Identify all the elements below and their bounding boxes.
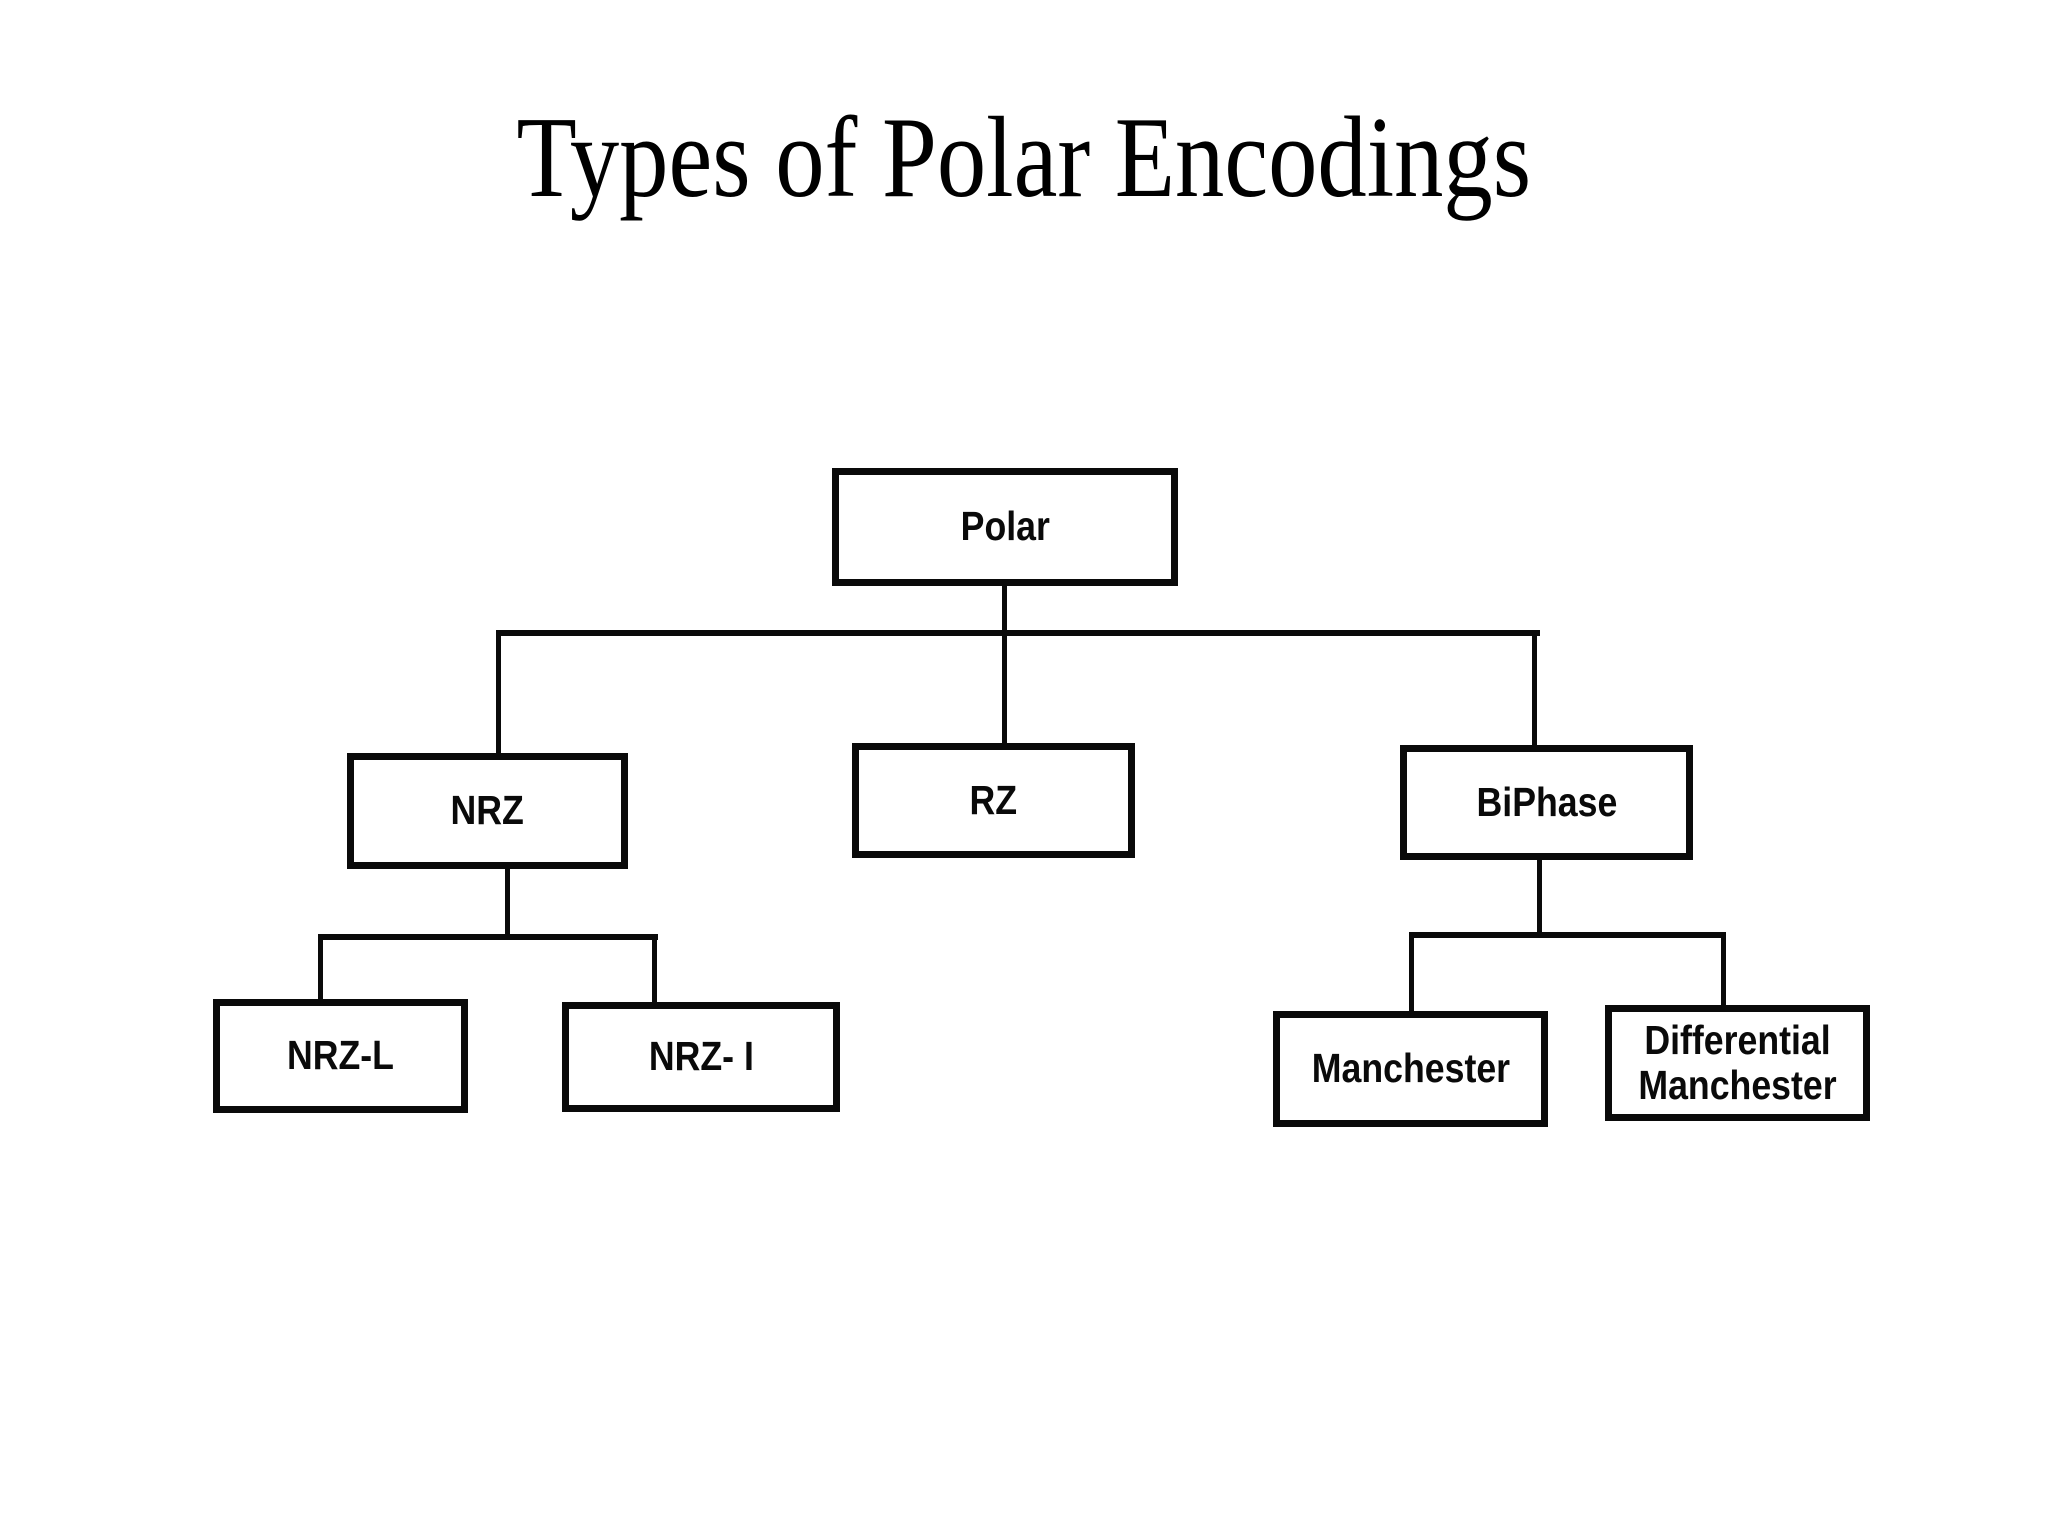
node-polar: Polar — [832, 468, 1178, 586]
node-biphase: BiPhase — [1400, 745, 1693, 860]
node-differential-manchester: Differential Manchester — [1605, 1005, 1870, 1121]
connector-drop-rz — [1002, 630, 1007, 747]
connector-drop-biphase — [1532, 630, 1537, 749]
connector-drop-diff-manchester — [1721, 932, 1726, 1009]
connector-polar-stem — [1002, 583, 1007, 636]
node-nrz: NRZ — [347, 753, 628, 869]
slide-title-text: Types of Polar Encodings — [516, 94, 1532, 222]
connector-drop-manchester — [1409, 932, 1414, 1015]
node-manchester-label: Manchester — [1311, 1045, 1510, 1092]
node-nrzi: NRZ- I — [562, 1002, 840, 1112]
node-differential-manchester-label: Differential Manchester — [1638, 1016, 1837, 1108]
connector-biphase-stem — [1537, 857, 1542, 938]
connector-drop-nrzl — [318, 934, 323, 1003]
node-rz: RZ — [852, 743, 1135, 858]
node-manchester: Manchester — [1273, 1011, 1548, 1127]
slide-title: Types of Polar Encodings — [0, 100, 2048, 216]
node-biphase-label: BiPhase — [1476, 778, 1617, 825]
node-rz-label: RZ — [969, 776, 1018, 823]
node-nrz-label: NRZ — [450, 787, 525, 834]
node-nrzl-label: NRZ-L — [287, 1032, 394, 1079]
node-nrzi-label: NRZ- I — [648, 1033, 754, 1080]
connector-drop-nrzi — [652, 934, 657, 1006]
connector-drop-nrz — [496, 630, 501, 757]
connector-level2-bus — [496, 630, 1540, 636]
connector-nrz-stem — [505, 866, 510, 940]
node-nrzl: NRZ-L — [213, 999, 468, 1113]
connector-biphase-bus — [1409, 932, 1726, 938]
node-polar-label: Polar — [960, 503, 1050, 550]
connector-nrz-bus — [318, 934, 658, 940]
